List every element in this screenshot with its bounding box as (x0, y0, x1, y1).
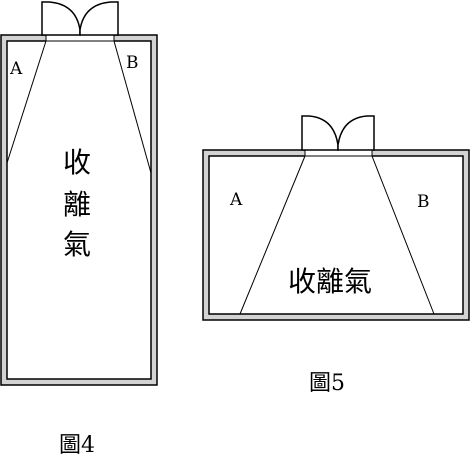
fig5-doorway (305, 149, 372, 157)
fig4-caption: 圖4 (59, 433, 95, 458)
fig4-doorway (46, 34, 114, 42)
fig4-flow-line-a (6, 40, 47, 164)
fig4-right-door-icon (79, 1, 119, 36)
fig4-room-text-char-3: 氣 (63, 228, 91, 261)
fig5-caption: 圖5 (309, 371, 345, 396)
fig4-room-floor (6, 40, 152, 380)
figure-4: A B 收 離 氣 圖4 (0, 1, 158, 458)
fig5-label-b: B (417, 192, 430, 212)
fig5-flow-line-b (371, 155, 435, 315)
fig5-left-door-icon (301, 115, 339, 151)
fig5-right-door-icon (337, 115, 375, 151)
fig4-label-a: A (9, 59, 23, 79)
fig5-label-a: A (229, 190, 243, 210)
fig5-room-text: 收離氣 (288, 265, 372, 298)
fig4-room-text-char-1: 收 (63, 146, 91, 179)
figure-5: A B 收離氣 圖5 (202, 115, 470, 396)
fig4-room-text-char-2: 離 (63, 188, 91, 221)
fig4-flow-line-b (113, 40, 152, 174)
fig4-left-door-icon (41, 1, 81, 36)
fig5-flow-line-a (239, 155, 306, 315)
fig4-label-b: B (126, 53, 139, 73)
